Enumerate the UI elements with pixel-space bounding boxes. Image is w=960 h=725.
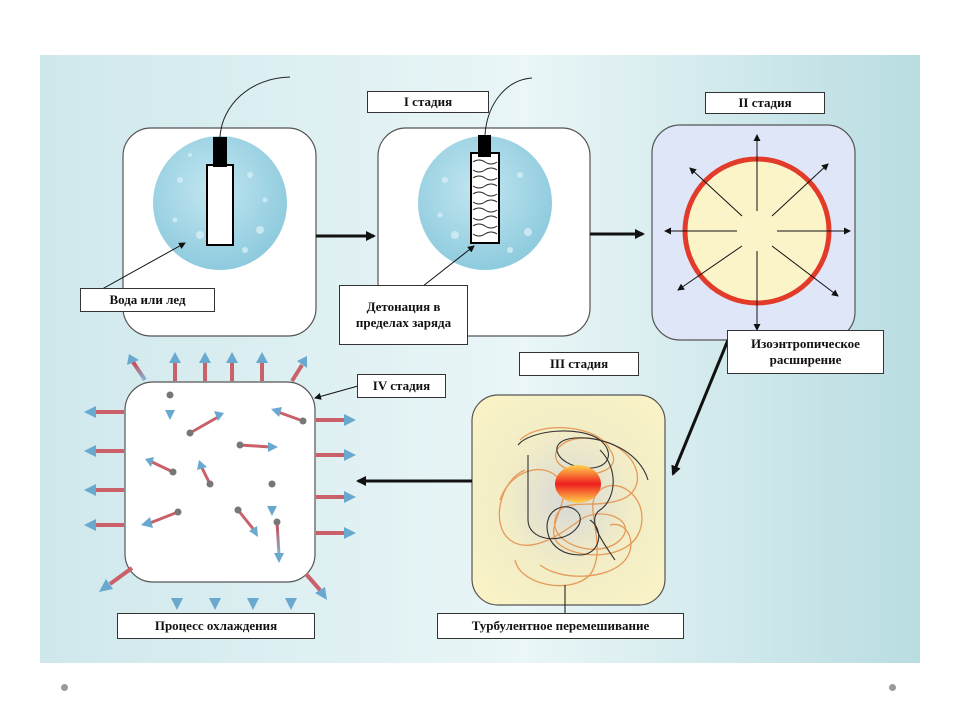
label-cooling-process: Процесс охлаждения (117, 613, 315, 639)
initial-charge-box (122, 76, 317, 337)
stage4-pointer (314, 385, 359, 400)
corner-dot-left (61, 684, 68, 691)
label-stage-4: IV стадия (357, 374, 446, 398)
cooling-particles (141, 391, 307, 563)
label-isentropic-expansion: Изоэнтропическое расширение (727, 330, 884, 374)
stage3-turbulence-box (471, 394, 666, 606)
water-pointer (94, 242, 186, 294)
expansion-arrows (664, 134, 851, 331)
label-stage-2: II стадия (705, 92, 825, 114)
outward-arrows (84, 352, 356, 610)
label-turbulent-mixing: Турбулентное перемешивание (437, 613, 684, 639)
stage4-cooling-box (124, 381, 316, 583)
detonating-charge (470, 152, 500, 244)
label-detonation: Детонация в пределах заряда (339, 285, 468, 345)
detonator-wire (219, 76, 291, 138)
hot-core (555, 465, 601, 503)
flow-arrow-3 (671, 339, 730, 476)
detonation-pointer (417, 245, 475, 291)
stage1-detonation-box (377, 77, 591, 337)
stage2-expansion-box (651, 124, 856, 341)
detonator (213, 137, 227, 167)
label-stage-3: III стадия (519, 352, 639, 376)
charge-rectangle (206, 164, 234, 246)
corner-dot-right (889, 684, 896, 691)
label-stage-1: I стадия (367, 91, 489, 113)
label-water-or-ice: Вода или лед (80, 288, 215, 312)
